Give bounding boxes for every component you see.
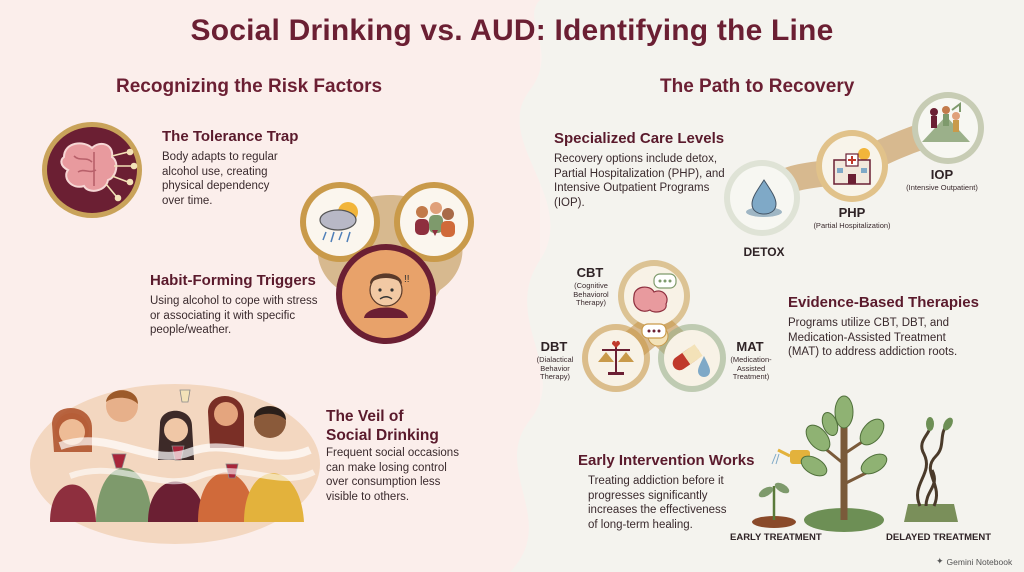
cbt-label: CBT <box>576 265 604 280</box>
veil-title: The Veil of Social Drinking <box>326 408 439 445</box>
tolerance-text: Body adapts to regular alcohol use, crea… <box>162 151 278 208</box>
chat-bubble-icon <box>641 323 667 339</box>
pill-icon <box>672 344 710 377</box>
branding: ✦ Gemini Notebook <box>936 556 1012 567</box>
page-title: Social Drinking vs. AUD: Identifying the… <box>190 14 834 47</box>
care-levels-title: Specialized Care Levels <box>554 130 725 147</box>
early-text: Treating addiction before it progresses … <box>588 475 727 532</box>
veil-text: Frequent social occasions can make losin… <box>326 447 459 504</box>
care-levels-text: Recovery options include detox, Partial … <box>554 153 725 210</box>
cbt-sub: (Cognitive Behaviorol Therapy) <box>573 281 609 308</box>
iop-sub: (Intensive Outpatient) <box>906 183 978 192</box>
veil-title-line2: Social Drinking <box>326 426 439 444</box>
delayed-treatment-caption: DELAYED TREATMENT <box>886 532 992 543</box>
habit-text: Using alcohol to cope with stress or ass… <box>150 295 318 337</box>
php-sub: (Partial Hospitalization) <box>813 221 891 230</box>
php-label: PHP <box>838 205 866 220</box>
branding-label: Gemini Notebook <box>946 556 1013 567</box>
brain-circuit-icon <box>42 122 142 218</box>
sparkle-icon: ✦ <box>936 556 944 566</box>
mat-sub: (Medication-Assisted Treatment) <box>730 355 772 382</box>
detox-label: DETOX <box>743 245 785 259</box>
mat-label: MAT <box>736 339 764 354</box>
growth-illustration <box>752 395 958 532</box>
veil-title-line1: The Veil of <box>326 408 404 425</box>
brain-chat-icon <box>633 273 677 313</box>
therapies-text: Programs utilize CBT, DBT, and Medicatio… <box>788 317 958 359</box>
therapies-title: Evidence-Based Therapies <box>788 294 979 311</box>
svg-text:!!: !! <box>404 274 410 285</box>
dbt-label: DBT <box>540 339 568 354</box>
stressed-face-icon: !! <box>364 273 410 318</box>
early-treatment-caption: EARLY TREATMENT <box>730 532 822 543</box>
risk-factors-heading: Recognizing the Risk Factors <box>116 76 383 97</box>
tolerance-title: The Tolerance Trap <box>162 128 299 145</box>
iop-label: IOP <box>930 167 954 182</box>
group-drinking-icon <box>415 202 455 237</box>
recovery-heading: The Path to Recovery <box>660 76 855 97</box>
storm-cloud-icon <box>319 202 358 243</box>
hiking-group-icon <box>922 102 970 142</box>
water-drop-icon <box>746 179 782 217</box>
early-title: Early Intervention Works <box>578 452 755 469</box>
dbt-sub: (Dialactical Behavior Therapy) <box>536 355 574 382</box>
habit-title: Habit-Forming Triggers <box>150 272 316 289</box>
social-group-illustration <box>30 384 320 544</box>
hospital-icon <box>833 148 871 185</box>
scales-icon <box>598 340 634 375</box>
